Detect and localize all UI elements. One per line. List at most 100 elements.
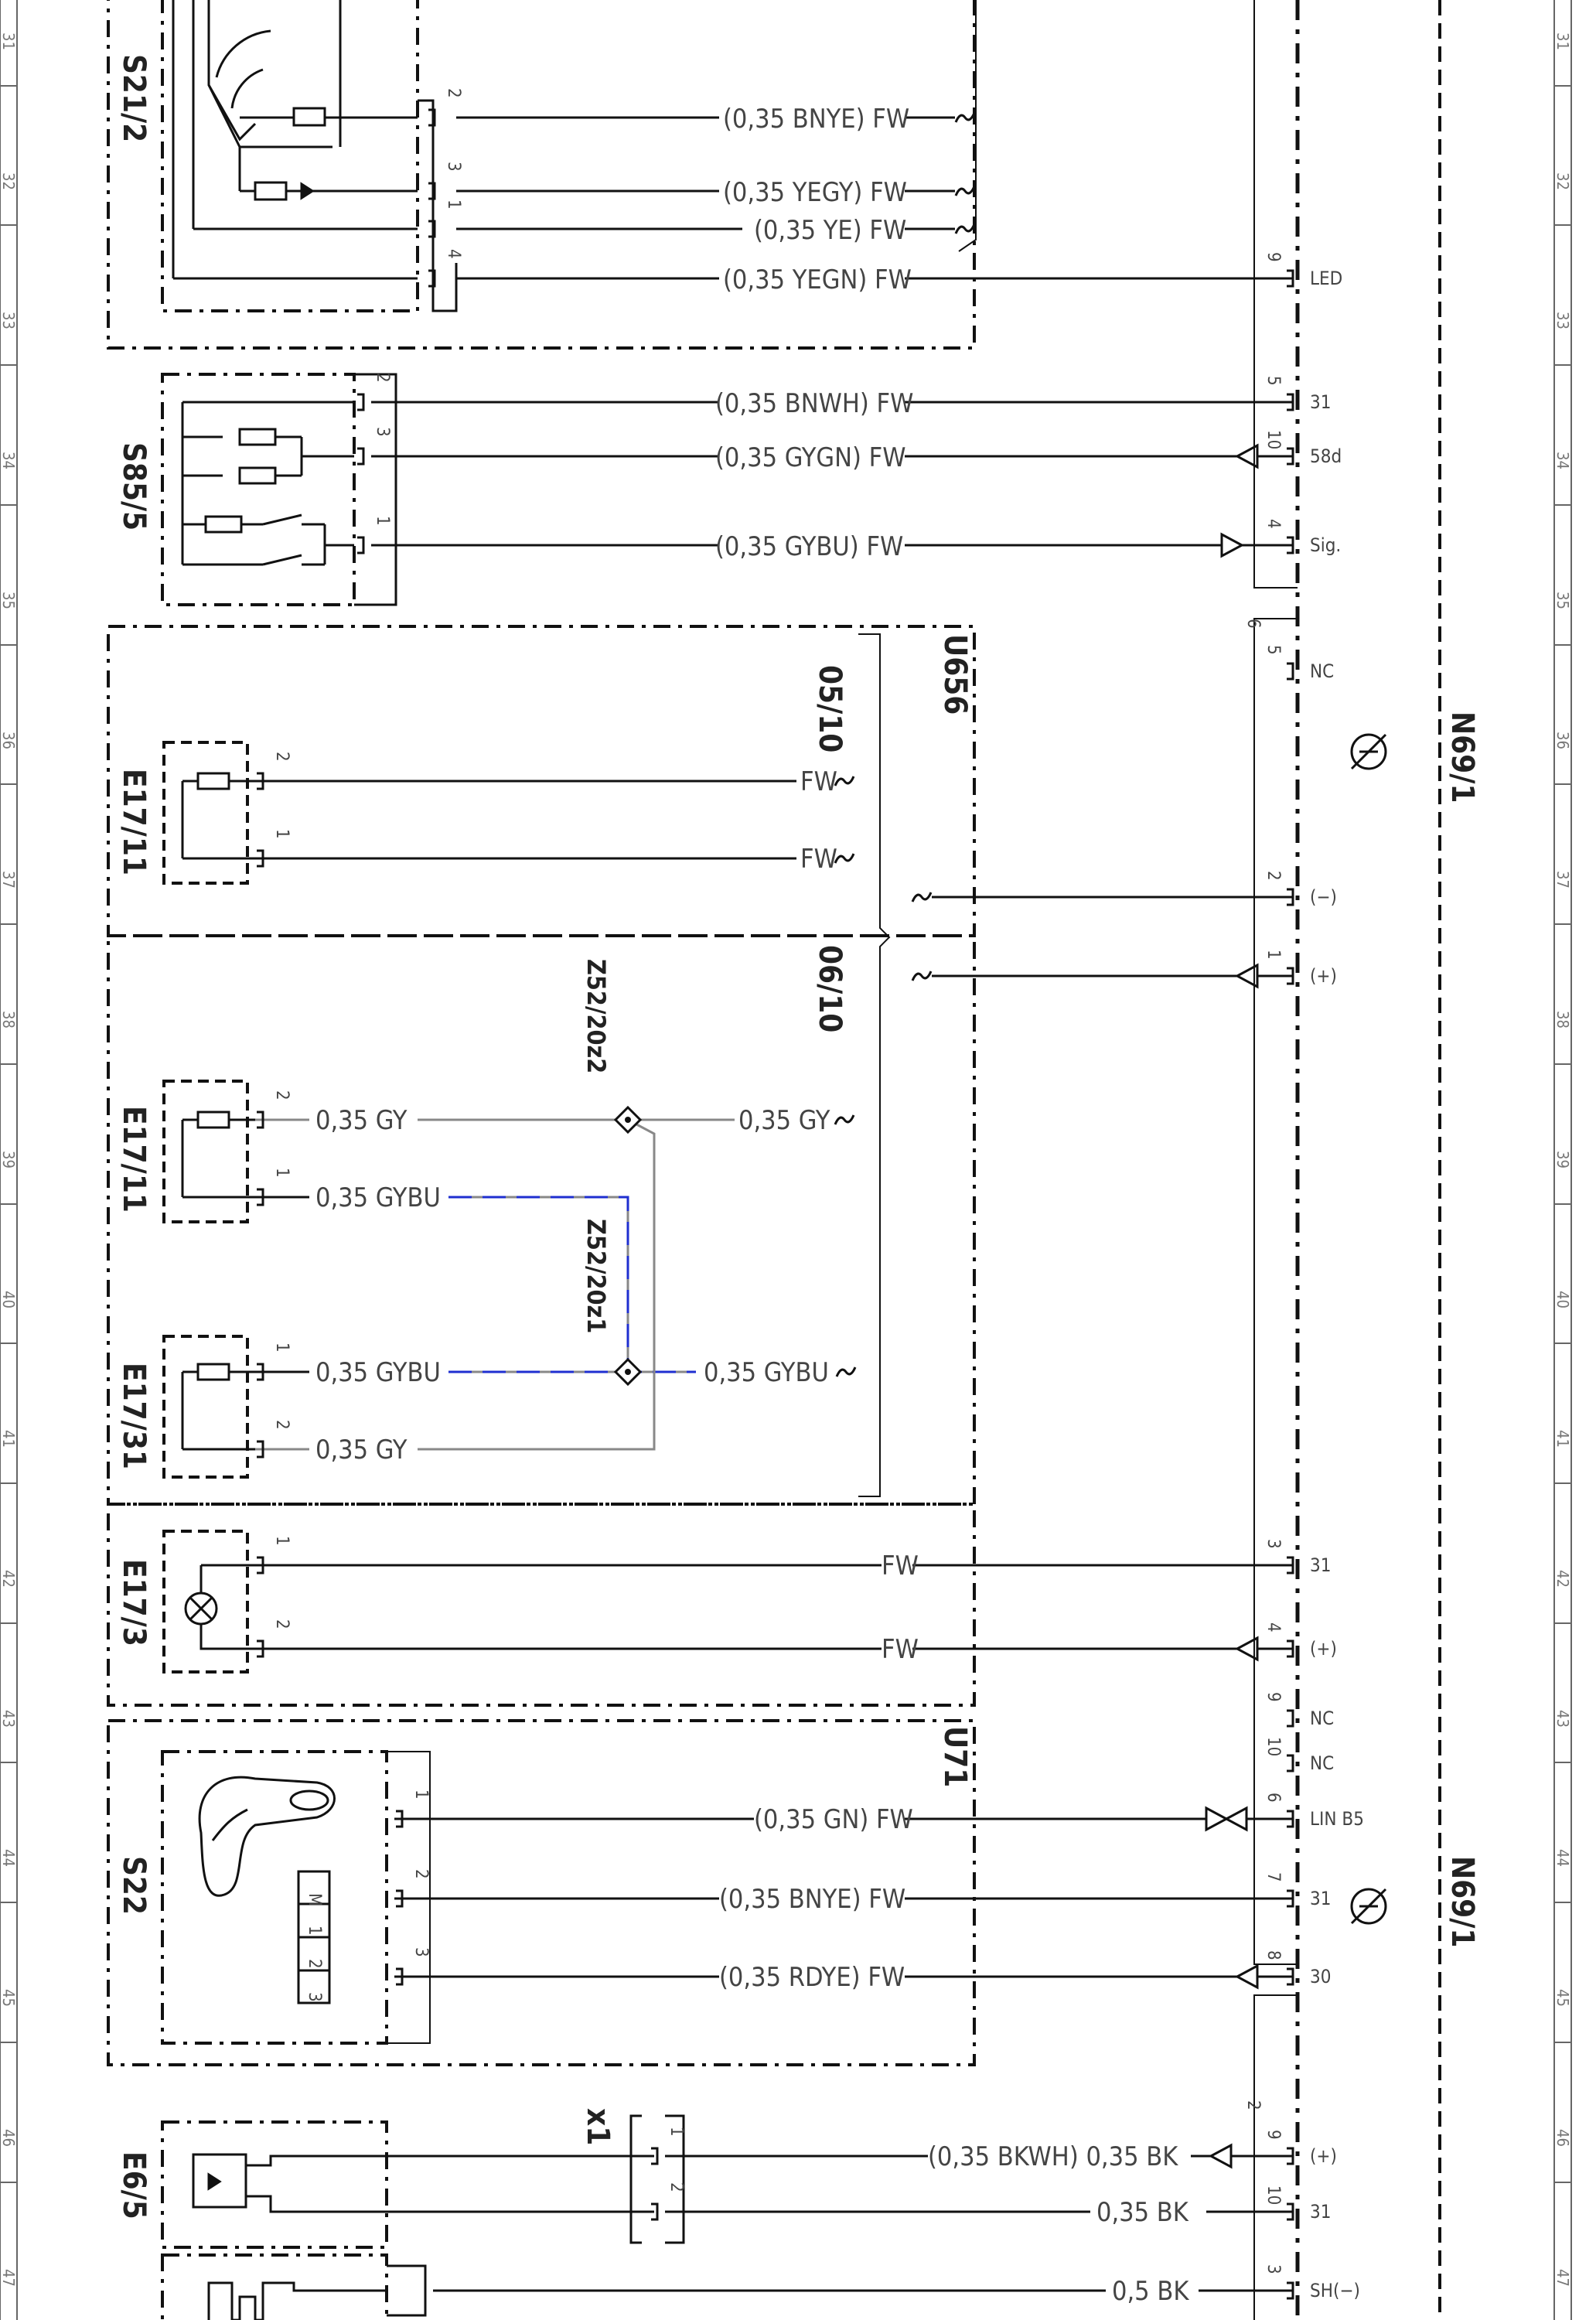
component-pin-contact	[428, 182, 436, 200]
row-label-right: 35	[1553, 592, 1572, 609]
component-pin-number: 1	[444, 200, 463, 210]
wire-label: (0,35 GYGN) FW	[715, 442, 906, 473]
ground-symbol-top	[1350, 733, 1387, 770]
row-label-left: 36	[0, 732, 18, 749]
n69-pin-label: NC	[1310, 1752, 1334, 1774]
wire-label: (0,35 GYBU) FW	[715, 531, 903, 562]
component-pin-contact	[257, 1639, 264, 1658]
wire-label: 0,35 GYBU	[704, 1357, 829, 1388]
n69-module-outline: 6 2	[1243, 0, 1441, 2320]
wire-label: (0,35 YE) FW	[754, 215, 906, 246]
ref-06-10: 06/10	[812, 945, 847, 1032]
n69-pin-contact	[1287, 1709, 1294, 1728]
row-label-left: 35	[0, 592, 18, 609]
e17-11-b-frame	[162, 1080, 249, 1223]
row-label-right: 47	[1553, 2269, 1572, 2287]
e17-3-group-frame	[107, 1503, 976, 1707]
u656-frame	[107, 625, 976, 937]
wire-continuation-mark	[834, 1114, 855, 1125]
component-pin-number: 2	[272, 1619, 292, 1629]
n69-pin-label: 31	[1310, 1554, 1331, 1576]
n69-pin-label: LIN B5	[1310, 1808, 1364, 1830]
component-pin-contact	[357, 447, 365, 466]
n69-pin-number: 3	[1264, 1539, 1283, 1549]
wire-label: (0,35 GN) FW	[754, 1804, 913, 1835]
n69-pin-number: 6	[1264, 1793, 1283, 1803]
wire-label: (0,35 RDYE) FW	[719, 1962, 905, 1993]
component-pin-contact	[257, 1556, 264, 1575]
bottom-sensor-frame	[161, 2253, 388, 2320]
row-label-right: 32	[1553, 172, 1572, 190]
ref-05-10: 05/10	[812, 665, 847, 752]
row-label-left: 39	[0, 1151, 18, 1169]
component-pin-number: 1	[272, 1168, 292, 1178]
n69-pin-label: SH(−)	[1310, 2280, 1360, 2301]
n69-pin-contact	[1287, 1810, 1294, 1828]
wire-label: FW	[882, 1551, 919, 1581]
z52-20z2-splice-dot	[625, 1117, 631, 1123]
e17-3-frame	[162, 1530, 249, 1673]
row-label-right: 44	[1553, 1849, 1572, 1867]
row-label-left: 47	[0, 2269, 18, 2287]
n69-pin-label: (+)	[1310, 1638, 1337, 1660]
component-pin-contact	[396, 1967, 404, 1986]
s22-title: S22	[116, 1856, 152, 1915]
row-label-left: 37	[0, 871, 18, 889]
wire-continuation-mark	[911, 892, 933, 902]
wire-continuation-mark	[835, 1366, 857, 1377]
bottom-sensor-symbol	[207, 2264, 427, 2320]
component-pin-contact	[357, 536, 365, 554]
component-pin-number: 1	[272, 829, 292, 839]
row-label-right: 36	[1553, 732, 1572, 749]
row-label-right: 46	[1553, 2129, 1572, 2147]
component-frames	[107, 0, 976, 2320]
n69-pin-number: 4	[1264, 1622, 1283, 1633]
s21-2-title: S21/2	[116, 54, 152, 142]
left-row-ruler	[0, 0, 18, 2320]
s22-memory-buttons	[297, 1870, 331, 2004]
right-row-ruler	[1553, 0, 1572, 2320]
row-ruler-ticks	[0, 85, 1571, 2183]
e17-3-title: E17/3	[116, 1559, 152, 1646]
signal-arrow	[1234, 1963, 1259, 1990]
s21-2-internal-schematic	[172, 0, 458, 312]
component-pin-contact	[257, 849, 264, 868]
s85-5-frame	[161, 373, 356, 606]
s22-seat-pictogram	[198, 1776, 336, 1897]
u71-group-frame-top	[107, 0, 976, 350]
wire-label: FW	[882, 1634, 919, 1665]
n69-pin-contact	[1287, 269, 1294, 288]
n69-pin-contact	[1287, 393, 1294, 411]
n69-pin-contact	[1287, 536, 1294, 554]
component-pin-contact	[396, 1810, 404, 1828]
component-pin-contact	[651, 2202, 659, 2221]
n69-pin-label: 58d	[1310, 445, 1342, 467]
n69-pin-label: LED	[1310, 268, 1342, 289]
svg-text:M: M	[305, 1893, 324, 1906]
connector-id-6: 6	[1243, 619, 1263, 629]
n69-pin-contact	[1287, 1556, 1294, 1575]
n69-pin-contact	[1287, 662, 1294, 681]
wire-continuation-mark	[954, 223, 976, 234]
component-pin-number: 2	[272, 1090, 292, 1100]
x1-label: x1	[580, 2108, 616, 2145]
wire-layer	[255, 112, 1293, 2292]
wire-continuation-mark	[834, 776, 855, 786]
n69-pin-label: NC	[1310, 1708, 1334, 1729]
row-label-left: 38	[0, 1011, 18, 1029]
signal-arrow	[1220, 532, 1245, 558]
row-label-left: 43	[0, 1710, 18, 1728]
row-label-left: 44	[0, 1849, 18, 1867]
s85-5-title: S85/5	[116, 442, 152, 531]
component-pin-number: 2	[373, 373, 392, 383]
component-pin-contact	[651, 2147, 659, 2165]
row-label-left: 42	[0, 1570, 18, 1588]
u71-title: U71	[937, 1726, 973, 1787]
row-label-left: 34	[0, 452, 18, 469]
row-label-right: 31	[1553, 32, 1572, 50]
n69-pin-number: 7	[1264, 1872, 1283, 1882]
wire-label: 0,35 BK	[1096, 2197, 1189, 2228]
s22-frame	[161, 1750, 388, 2045]
u656-title: U656	[937, 634, 973, 715]
